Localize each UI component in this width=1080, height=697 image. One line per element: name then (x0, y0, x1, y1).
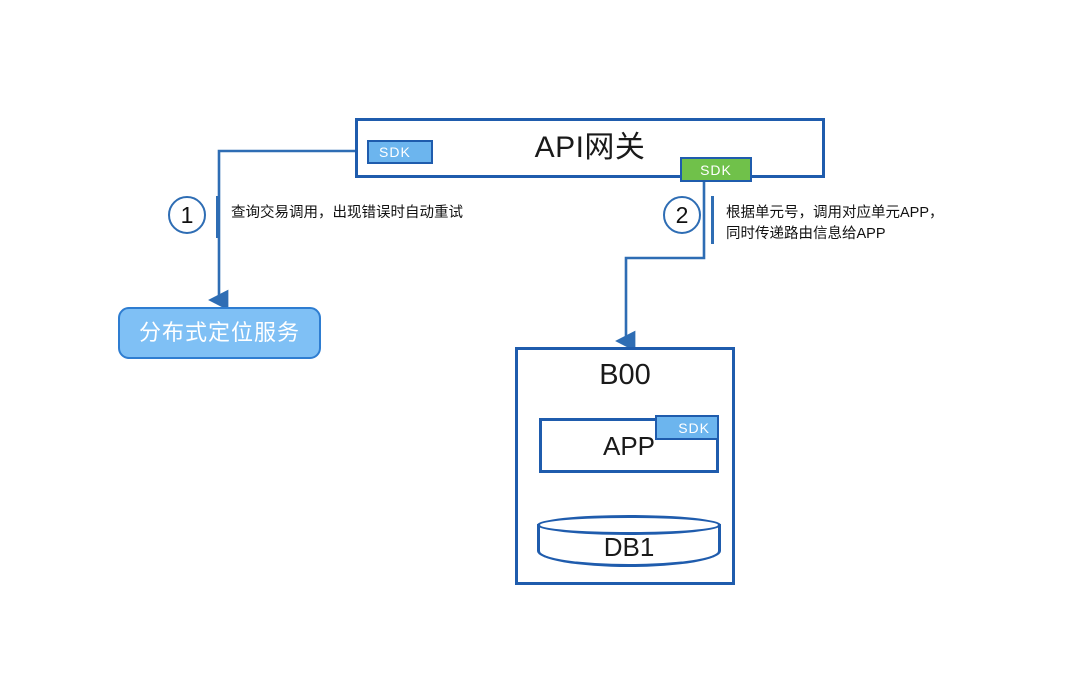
database-cylinder-top (537, 515, 721, 535)
step-divider-1 (216, 196, 219, 238)
distributed-location-service-box: 分布式定位服务 (118, 307, 321, 359)
sdk-badge-app: SDK (655, 415, 719, 440)
database-db1: DB1 (537, 515, 721, 567)
step-annotation-1: 1 查询交易调用，出现错误时自动重试 (168, 196, 463, 238)
step-divider-2 (711, 196, 714, 244)
step-text-2: 根据单元号，调用对应单元APP， 同时传递路由信息给APP (726, 205, 944, 242)
app-label: APP (602, 431, 656, 461)
database-label: DB1 (603, 532, 655, 562)
step-number-2: 2 (663, 196, 701, 234)
step-number-1: 1 (168, 196, 206, 234)
step-annotation-2: 2 根据单元号，调用对应单元APP， 同时传递路由信息给APP (663, 196, 944, 245)
step-text-1: 查询交易调用，出现错误时自动重试 (231, 205, 463, 221)
api-gateway-label: API网关 (534, 131, 646, 164)
sdk-badge-gateway-left: SDK (367, 140, 433, 164)
unit-b00-label: B00 (599, 359, 651, 391)
sdk-badge-gateway-right: SDK (680, 157, 752, 182)
